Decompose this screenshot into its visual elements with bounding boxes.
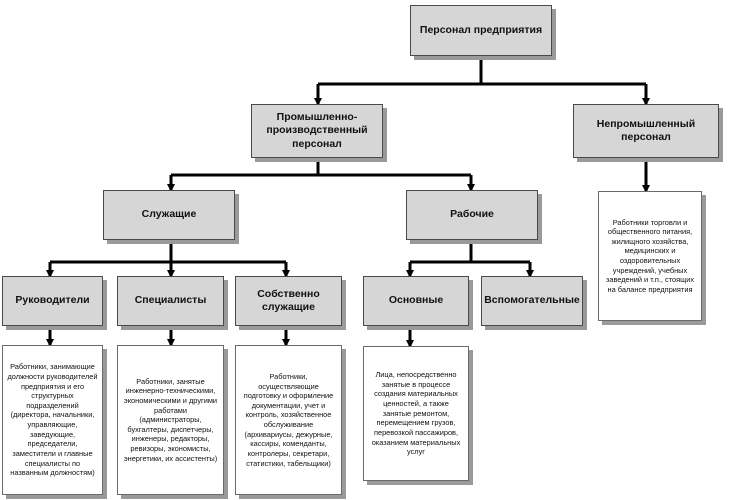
node-managers: Руководители bbox=[2, 276, 103, 326]
node-clerks-label: Собственно служащие bbox=[257, 287, 320, 313]
desc-nonindustrial: Работники торговли и общественного питан… bbox=[598, 191, 702, 321]
node-clerks: Собственно служащие bbox=[235, 276, 342, 326]
node-nonindustrial: Непромышленный персонал bbox=[573, 104, 719, 158]
node-specialists: Специалисты bbox=[117, 276, 224, 326]
node-main: Основные bbox=[363, 276, 469, 326]
node-industrial-label: Промышленно-производственный персонал bbox=[266, 111, 368, 150]
node-auxiliary: Вспомогательные bbox=[481, 276, 583, 326]
node-specialists-label: Специалисты bbox=[134, 294, 207, 307]
node-workers: Рабочие bbox=[406, 190, 538, 240]
desc-nonindustrial-text: Работники торговли и общественного питан… bbox=[605, 217, 695, 294]
node-root-label: Персонал предприятия bbox=[419, 23, 543, 36]
node-workers-label: Рабочие bbox=[450, 208, 494, 221]
desc-managers: Работники, занимающие должности руководи… bbox=[2, 345, 103, 495]
desc-specialists-text: Работники, занятые инженерно-техническим… bbox=[123, 376, 218, 463]
node-auxiliary-label: Вспомогательные bbox=[484, 294, 580, 307]
node-industrial: Промышленно-производственный персонал bbox=[251, 104, 383, 158]
node-employees-label: Служащие bbox=[141, 208, 197, 221]
desc-managers-text: Работники, занимающие должности руководи… bbox=[7, 362, 98, 478]
desc-main: Лица, непосредственно занятые в процессе… bbox=[363, 346, 469, 481]
node-employees: Служащие bbox=[103, 190, 235, 240]
desc-clerks: Работники, осуществляющие подготовку и о… bbox=[235, 345, 342, 495]
node-root: Персонал предприятия bbox=[410, 5, 552, 56]
desc-clerks-text: Работники, осуществляющие подготовку и о… bbox=[243, 371, 334, 468]
node-managers-label: Руководители bbox=[15, 294, 90, 307]
node-nonindustrial-label: Непромышленный персонал bbox=[596, 117, 696, 143]
node-main-label: Основные bbox=[388, 294, 444, 307]
desc-main-text: Лица, непосредственно занятые в процессе… bbox=[371, 370, 461, 457]
desc-specialists: Работники, занятые инженерно-техническим… bbox=[117, 345, 224, 495]
